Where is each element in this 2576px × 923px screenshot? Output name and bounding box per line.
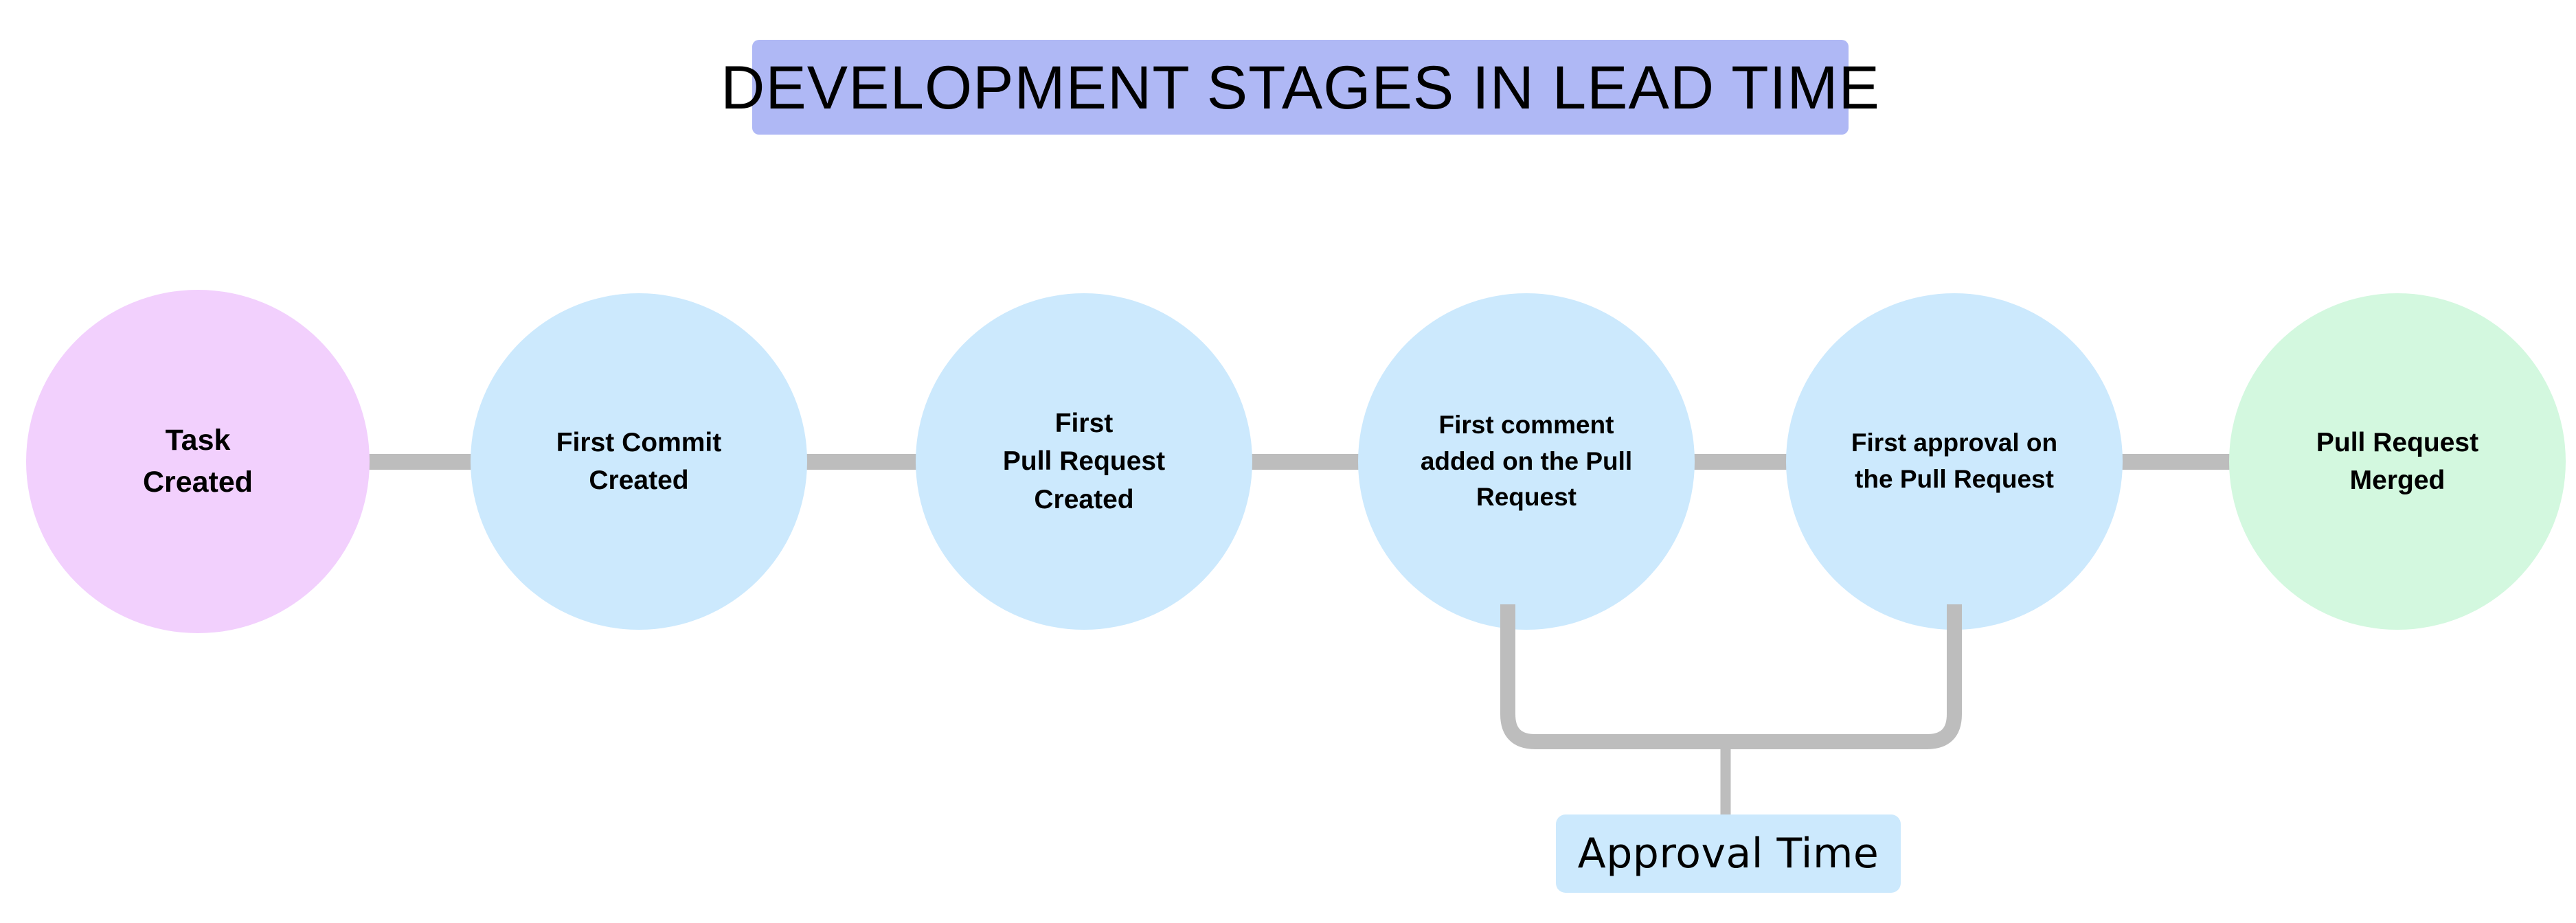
stage-label-first-commit-created: First Commit Created bbox=[556, 427, 722, 495]
connector-pr-to-comment bbox=[1247, 454, 1362, 470]
connector-commit-to-pr bbox=[802, 454, 919, 470]
connector-approval-to-merged bbox=[2117, 454, 2233, 470]
approval-time-label-box[interactable]: Approval Time bbox=[1556, 814, 1901, 893]
stage-node-first-pull-request-created[interactable]: First Pull Request Created bbox=[916, 293, 1252, 630]
stage-label-pull-request-merged: Pull Request Merged bbox=[2316, 427, 2479, 495]
stage-label-first-comment-added: First comment added on the Pull Request bbox=[1420, 411, 1633, 512]
stage-node-first-commit-created[interactable]: First Commit Created bbox=[471, 293, 807, 630]
stage-label-first-pull-request-created: First Pull Request Created bbox=[1002, 408, 1166, 514]
diagram-title-banner: DEVELOPMENT STAGES IN LEAD TIME bbox=[721, 40, 1879, 135]
stage-node-pull-request-merged[interactable]: Pull Request Merged bbox=[2229, 293, 2566, 630]
stage-label-first-approval: First approval on the Pull Request bbox=[1851, 429, 2058, 493]
approval-time-label: Approval Time bbox=[1577, 830, 1879, 878]
connector-task-to-commit bbox=[363, 454, 476, 470]
stage-node-first-comment-added[interactable]: First comment added on the Pull Request bbox=[1358, 293, 1695, 630]
connector-comment-to-approval bbox=[1690, 454, 1792, 470]
stage-node-first-approval[interactable]: First approval on the Pull Request bbox=[1786, 293, 2123, 630]
approval-time-bracket bbox=[1500, 604, 1962, 819]
bracket-path bbox=[1500, 604, 1962, 749]
page-title: DEVELOPMENT STAGES IN LEAD TIME bbox=[721, 52, 1880, 122]
stage-node-task-created[interactable]: Task Created bbox=[26, 290, 370, 633]
stage-label-task-created: Task Created bbox=[142, 423, 253, 499]
